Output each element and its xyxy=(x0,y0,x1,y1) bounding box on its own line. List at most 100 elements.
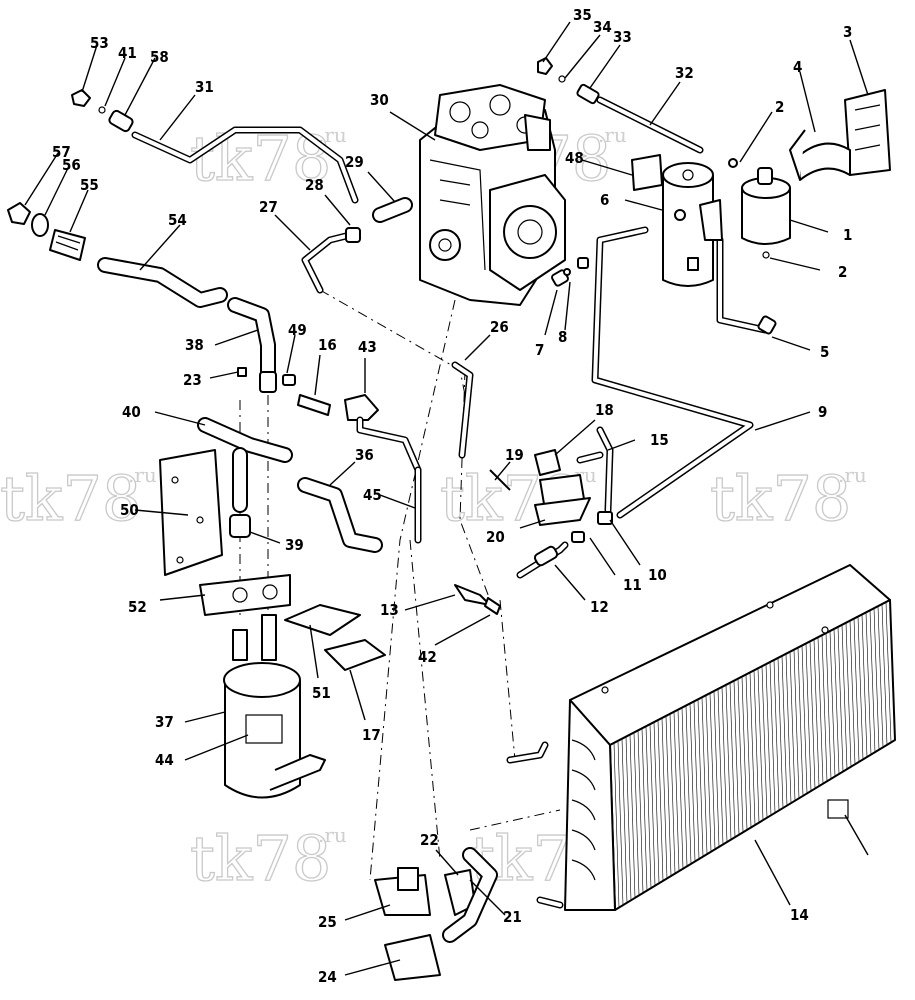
coil-fin xyxy=(693,701,700,860)
coil-fin xyxy=(853,618,860,762)
callout-7: 7 xyxy=(535,341,544,359)
coil-fin xyxy=(765,664,772,816)
coil-fin xyxy=(801,645,808,794)
callout-1: 1 xyxy=(843,226,852,244)
callout-32: 32 xyxy=(675,64,694,82)
coil-fin xyxy=(749,672,756,826)
callout-13: 13 xyxy=(380,601,399,619)
coil-fin xyxy=(733,680,740,835)
accumulator-hoses xyxy=(197,417,383,553)
coil-fin xyxy=(861,614,868,758)
coil-fin xyxy=(689,703,696,862)
coil-fin xyxy=(845,622,852,767)
coil-fin xyxy=(641,728,648,891)
callout-8: 8 xyxy=(558,328,567,346)
coil-fin xyxy=(725,684,732,840)
callout-28: 28 xyxy=(305,176,324,194)
coil-fin xyxy=(785,653,792,804)
coil-fin xyxy=(741,676,748,830)
filter-drier xyxy=(741,167,791,259)
callout-57: 58 xyxy=(150,48,169,66)
callout-14: 14 xyxy=(790,906,809,924)
callout-40: 40 xyxy=(122,403,141,421)
coil-fin xyxy=(789,651,796,801)
callout-48: 49 xyxy=(288,321,307,339)
coil-fin xyxy=(669,713,676,874)
coil-fin xyxy=(745,674,752,828)
coil-fin xyxy=(757,668,764,821)
callout-15: 15 xyxy=(650,431,669,449)
coil-fin xyxy=(837,626,844,772)
coil-fin xyxy=(881,604,888,745)
coil-fin xyxy=(849,620,856,765)
callout-29: 29 xyxy=(345,153,364,171)
coil-fin xyxy=(677,709,684,869)
callout-12: 12 xyxy=(590,598,609,616)
coil-fin xyxy=(685,705,692,864)
tank-brackets xyxy=(284,604,386,671)
bottom-valve-assembly xyxy=(374,847,498,981)
coil-fin xyxy=(769,662,776,813)
coil-fin xyxy=(877,606,884,748)
coil-fin xyxy=(625,736,632,901)
coil-fin xyxy=(821,635,828,782)
callout-26: 26 xyxy=(490,318,509,336)
callout-31: 31 xyxy=(195,78,214,96)
coil-fin xyxy=(829,631,836,777)
coil-fin xyxy=(793,649,800,799)
coil-fin xyxy=(653,722,660,884)
callout-50: 51 xyxy=(312,684,331,702)
evaporator-coil xyxy=(506,564,896,911)
coil-fin xyxy=(753,670,760,823)
callout-2b: 2 xyxy=(838,263,847,281)
coil-fin xyxy=(833,628,840,775)
coil-fin xyxy=(673,711,680,872)
coil-fin xyxy=(817,637,824,784)
watermark-brand: tk78 xyxy=(710,462,851,535)
coil-fin xyxy=(841,624,848,770)
callout-27: 27 xyxy=(259,198,278,216)
callout-45: 45 xyxy=(363,486,382,504)
coil-fin xyxy=(773,660,780,811)
watermark-brand: tk78 xyxy=(190,822,331,895)
coil-fin xyxy=(873,608,880,750)
coil-fin xyxy=(809,641,816,789)
callout-37: 37 xyxy=(155,713,174,731)
callout-51: 52 xyxy=(128,598,147,616)
receiver-tank xyxy=(631,154,723,287)
coil-fin xyxy=(701,697,708,855)
callout-11: 11 xyxy=(623,576,642,594)
callout-41: 41 xyxy=(118,44,137,62)
coil-fin xyxy=(681,707,688,867)
callout-36: 36 xyxy=(355,446,374,464)
callout-10: 10 xyxy=(648,566,667,584)
coil-fin xyxy=(613,742,620,908)
coil-fin xyxy=(657,720,664,881)
coil-fin xyxy=(609,744,616,911)
callout-2a: 2 xyxy=(775,98,784,116)
coil-fin xyxy=(629,734,636,898)
line-fittings xyxy=(454,511,613,615)
callout-49: 50 xyxy=(120,501,139,519)
long-line-tube xyxy=(591,226,754,519)
coil-fin xyxy=(869,610,876,753)
tube-clamp xyxy=(199,574,291,616)
coil-fin xyxy=(713,691,720,847)
coil-fin xyxy=(825,633,832,779)
callout-34: 34 xyxy=(593,18,612,36)
callout-55: 56 xyxy=(62,156,81,174)
coil-fin xyxy=(697,699,704,857)
coil-fin xyxy=(797,647,804,796)
callout-54: 55 xyxy=(80,176,99,194)
callout-5: 5 xyxy=(820,343,829,361)
callout-17: 17 xyxy=(362,726,381,744)
callout-35: 35 xyxy=(573,6,592,24)
callout-9: 9 xyxy=(818,403,827,421)
coil-fin xyxy=(645,726,652,889)
discharge-tube xyxy=(301,197,413,294)
coil-fin xyxy=(777,657,784,809)
callout-leaders xyxy=(24,21,869,976)
watermark-brand: tk78 xyxy=(0,462,141,535)
coil-fin xyxy=(761,666,768,818)
coil-fin xyxy=(865,612,872,755)
